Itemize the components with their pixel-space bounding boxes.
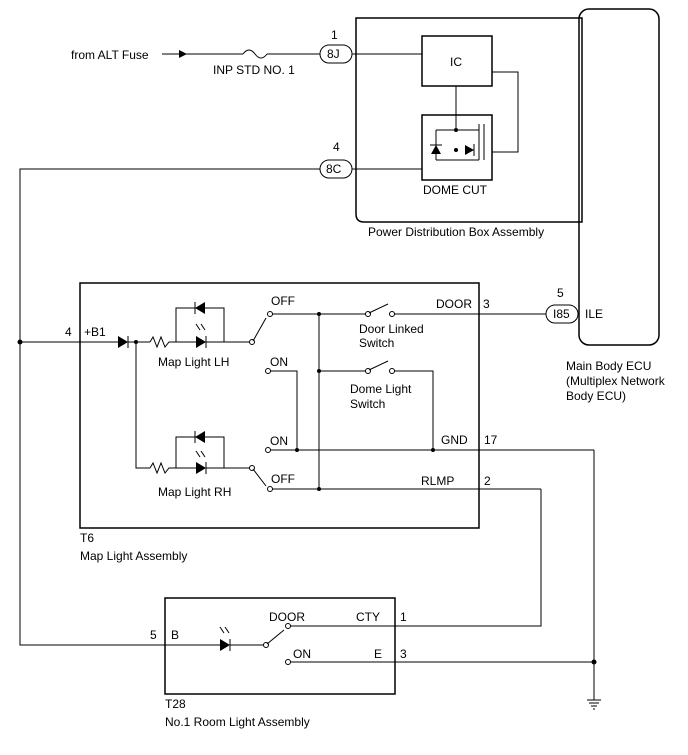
dome-cut-label: DOME CUT bbox=[423, 183, 488, 197]
b-label: B bbox=[171, 628, 179, 642]
map-rh-label: Map Light RH bbox=[158, 485, 231, 499]
connector-8j-label: 8J bbox=[327, 47, 340, 61]
door-sw-right bbox=[389, 311, 395, 317]
door-t28-label: DOOR bbox=[269, 610, 305, 624]
ecu-label-2: (Multiplex Network bbox=[566, 374, 666, 388]
t28-on-contact bbox=[285, 659, 291, 665]
ecu-label-1: Main Body ECU bbox=[566, 359, 651, 373]
wire-8c-to-left bbox=[19, 168, 320, 646]
light-rays-t28-icon bbox=[219, 626, 230, 634]
sw-rh-off-contact bbox=[267, 486, 273, 492]
junction-319-bot bbox=[317, 487, 321, 491]
junction-ground bbox=[591, 659, 597, 665]
on-t28-label: ON bbox=[293, 647, 311, 661]
sw-rh-blade bbox=[252, 468, 267, 487]
rlmp-label: RLMP bbox=[421, 474, 454, 488]
off-low-label: OFF bbox=[271, 472, 295, 486]
ic-block bbox=[421, 35, 493, 87]
diode-icon-2 bbox=[465, 145, 474, 155]
resistor-lh-icon bbox=[149, 335, 176, 349]
map-assembly-label: Map Light Assembly bbox=[80, 549, 187, 563]
pin-1-label: 1 bbox=[331, 28, 338, 42]
t6-label: T6 bbox=[80, 531, 94, 545]
diode-rh-icon bbox=[195, 431, 205, 443]
room-assembly-label: No.1 Room Light Assembly bbox=[165, 715, 310, 729]
wire-on-mid bbox=[270, 370, 298, 450]
dome-sw-blade bbox=[368, 360, 389, 371]
pin-17-label: 17 bbox=[484, 433, 498, 447]
door-signal-label: DOOR bbox=[436, 297, 472, 311]
wire-to-rh bbox=[135, 342, 150, 469]
door-sw-label-1: Door Linked bbox=[359, 322, 424, 336]
diode-lh-icon bbox=[195, 302, 205, 314]
led-t28-icon bbox=[220, 639, 230, 651]
sw-lh-off-contact bbox=[267, 311, 273, 317]
resistor-rh-icon bbox=[149, 461, 176, 475]
sw-lh-on-contact bbox=[265, 368, 271, 374]
dome-cut-block bbox=[421, 114, 493, 181]
junction-319-top bbox=[317, 312, 321, 316]
dome-sw-label-2: Switch bbox=[350, 397, 385, 411]
ic-label: IC bbox=[450, 55, 462, 69]
ecu-pin-5-label: 5 bbox=[557, 286, 564, 300]
wire-rlmp bbox=[375, 489, 542, 627]
cty-label: CTY bbox=[356, 610, 380, 624]
sw-lh-blade bbox=[252, 317, 267, 342]
ground-icon bbox=[587, 699, 601, 710]
on-mid-label: ON bbox=[270, 355, 288, 369]
pin-1-t28-label: 1 bbox=[400, 610, 407, 624]
wire-dome-out bbox=[394, 370, 434, 450]
b1-diode-icon bbox=[118, 336, 128, 348]
main-body-ecu bbox=[578, 8, 660, 346]
pin-3-door-label: 3 bbox=[483, 297, 490, 311]
dome-sw-right bbox=[389, 368, 395, 374]
e-label: E bbox=[374, 647, 382, 661]
wire-lh-bypass bbox=[175, 307, 225, 342]
off-top-label: OFF bbox=[271, 294, 295, 308]
pdb-label: Power Distribution Box Assembly bbox=[368, 225, 544, 239]
pin-4-b1-label: 4 bbox=[65, 325, 72, 339]
power-distribution-box bbox=[355, 17, 583, 223]
t28-door-contact bbox=[285, 623, 291, 629]
pin-2-label: 2 bbox=[484, 474, 491, 488]
on-low-label: ON bbox=[270, 434, 288, 448]
pin-3-t28-label: 3 bbox=[400, 647, 407, 661]
connector-i85-label: I85 bbox=[553, 307, 570, 321]
junction-dot-2 bbox=[454, 148, 458, 152]
diode-icon bbox=[431, 145, 441, 154]
light-rays-lh-icon bbox=[195, 323, 206, 331]
wire-rh-bypass bbox=[175, 436, 225, 468]
map-lh-label: Map Light LH bbox=[158, 355, 229, 369]
map-light-assembly bbox=[79, 282, 480, 529]
dome-sw-label-1: Dome Light bbox=[350, 382, 412, 396]
led-lh-icon bbox=[196, 336, 206, 348]
sw-rh-on-contact bbox=[265, 447, 271, 453]
room-light-assembly bbox=[164, 597, 396, 695]
pin-4-8c-label: 4 bbox=[333, 140, 340, 154]
ecu-label-3: Body ECU) bbox=[566, 389, 626, 403]
t28-label: T28 bbox=[165, 697, 186, 711]
pin-5-t28-label: 5 bbox=[150, 628, 157, 642]
ile-label: ILE bbox=[585, 307, 603, 321]
t28-sw-blade bbox=[266, 629, 285, 645]
door-sw-blade bbox=[368, 303, 389, 314]
from-alt-fuse-label: from ALT Fuse bbox=[71, 48, 149, 62]
junction-gnd-297 bbox=[295, 448, 299, 452]
door-sw-label-2: Switch bbox=[359, 336, 394, 350]
gnd-label: GND bbox=[441, 433, 468, 447]
wire-ic-side bbox=[492, 71, 519, 153]
connector-8c-label: 8C bbox=[326, 162, 342, 176]
b1-label: +B1 bbox=[84, 325, 106, 339]
fuse-icon bbox=[242, 49, 268, 59]
junction-dot bbox=[454, 128, 458, 132]
light-rays-rh-icon bbox=[195, 450, 206, 458]
led-rh-icon bbox=[196, 462, 206, 474]
fuse-label: INP STD NO. 1 bbox=[213, 63, 295, 77]
